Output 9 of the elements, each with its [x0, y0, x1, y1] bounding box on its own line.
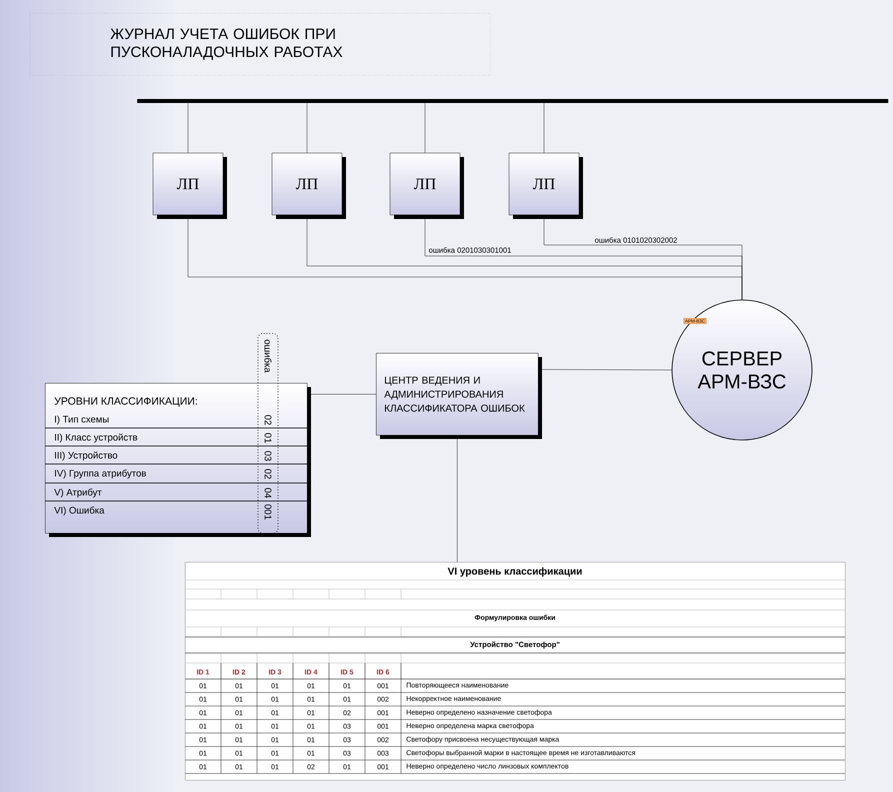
center-box: ЦЕНТР ВЕДЕНИЯ И АДМИНИСТРИРОВАНИЯ КЛАССИФИКАТОРА ОШИБОК — [376, 353, 542, 439]
connector-line — [306, 103, 308, 153]
connector-line — [424, 103, 426, 153]
code-strip: ошибка 02 01 03 02 04 001 — [258, 333, 278, 534]
device-box: ЛП — [508, 152, 583, 219]
device-box: ЛП — [390, 152, 464, 219]
title-box: ЖУРНАЛ УЧЕТА ОШИБОК ПРИ ПУСКОНАЛАДОЧНЫХ РАБОТАХ — [30, 13, 490, 76]
device-box: ЛП — [152, 152, 227, 219]
device-box: ЛП — [272, 152, 346, 219]
